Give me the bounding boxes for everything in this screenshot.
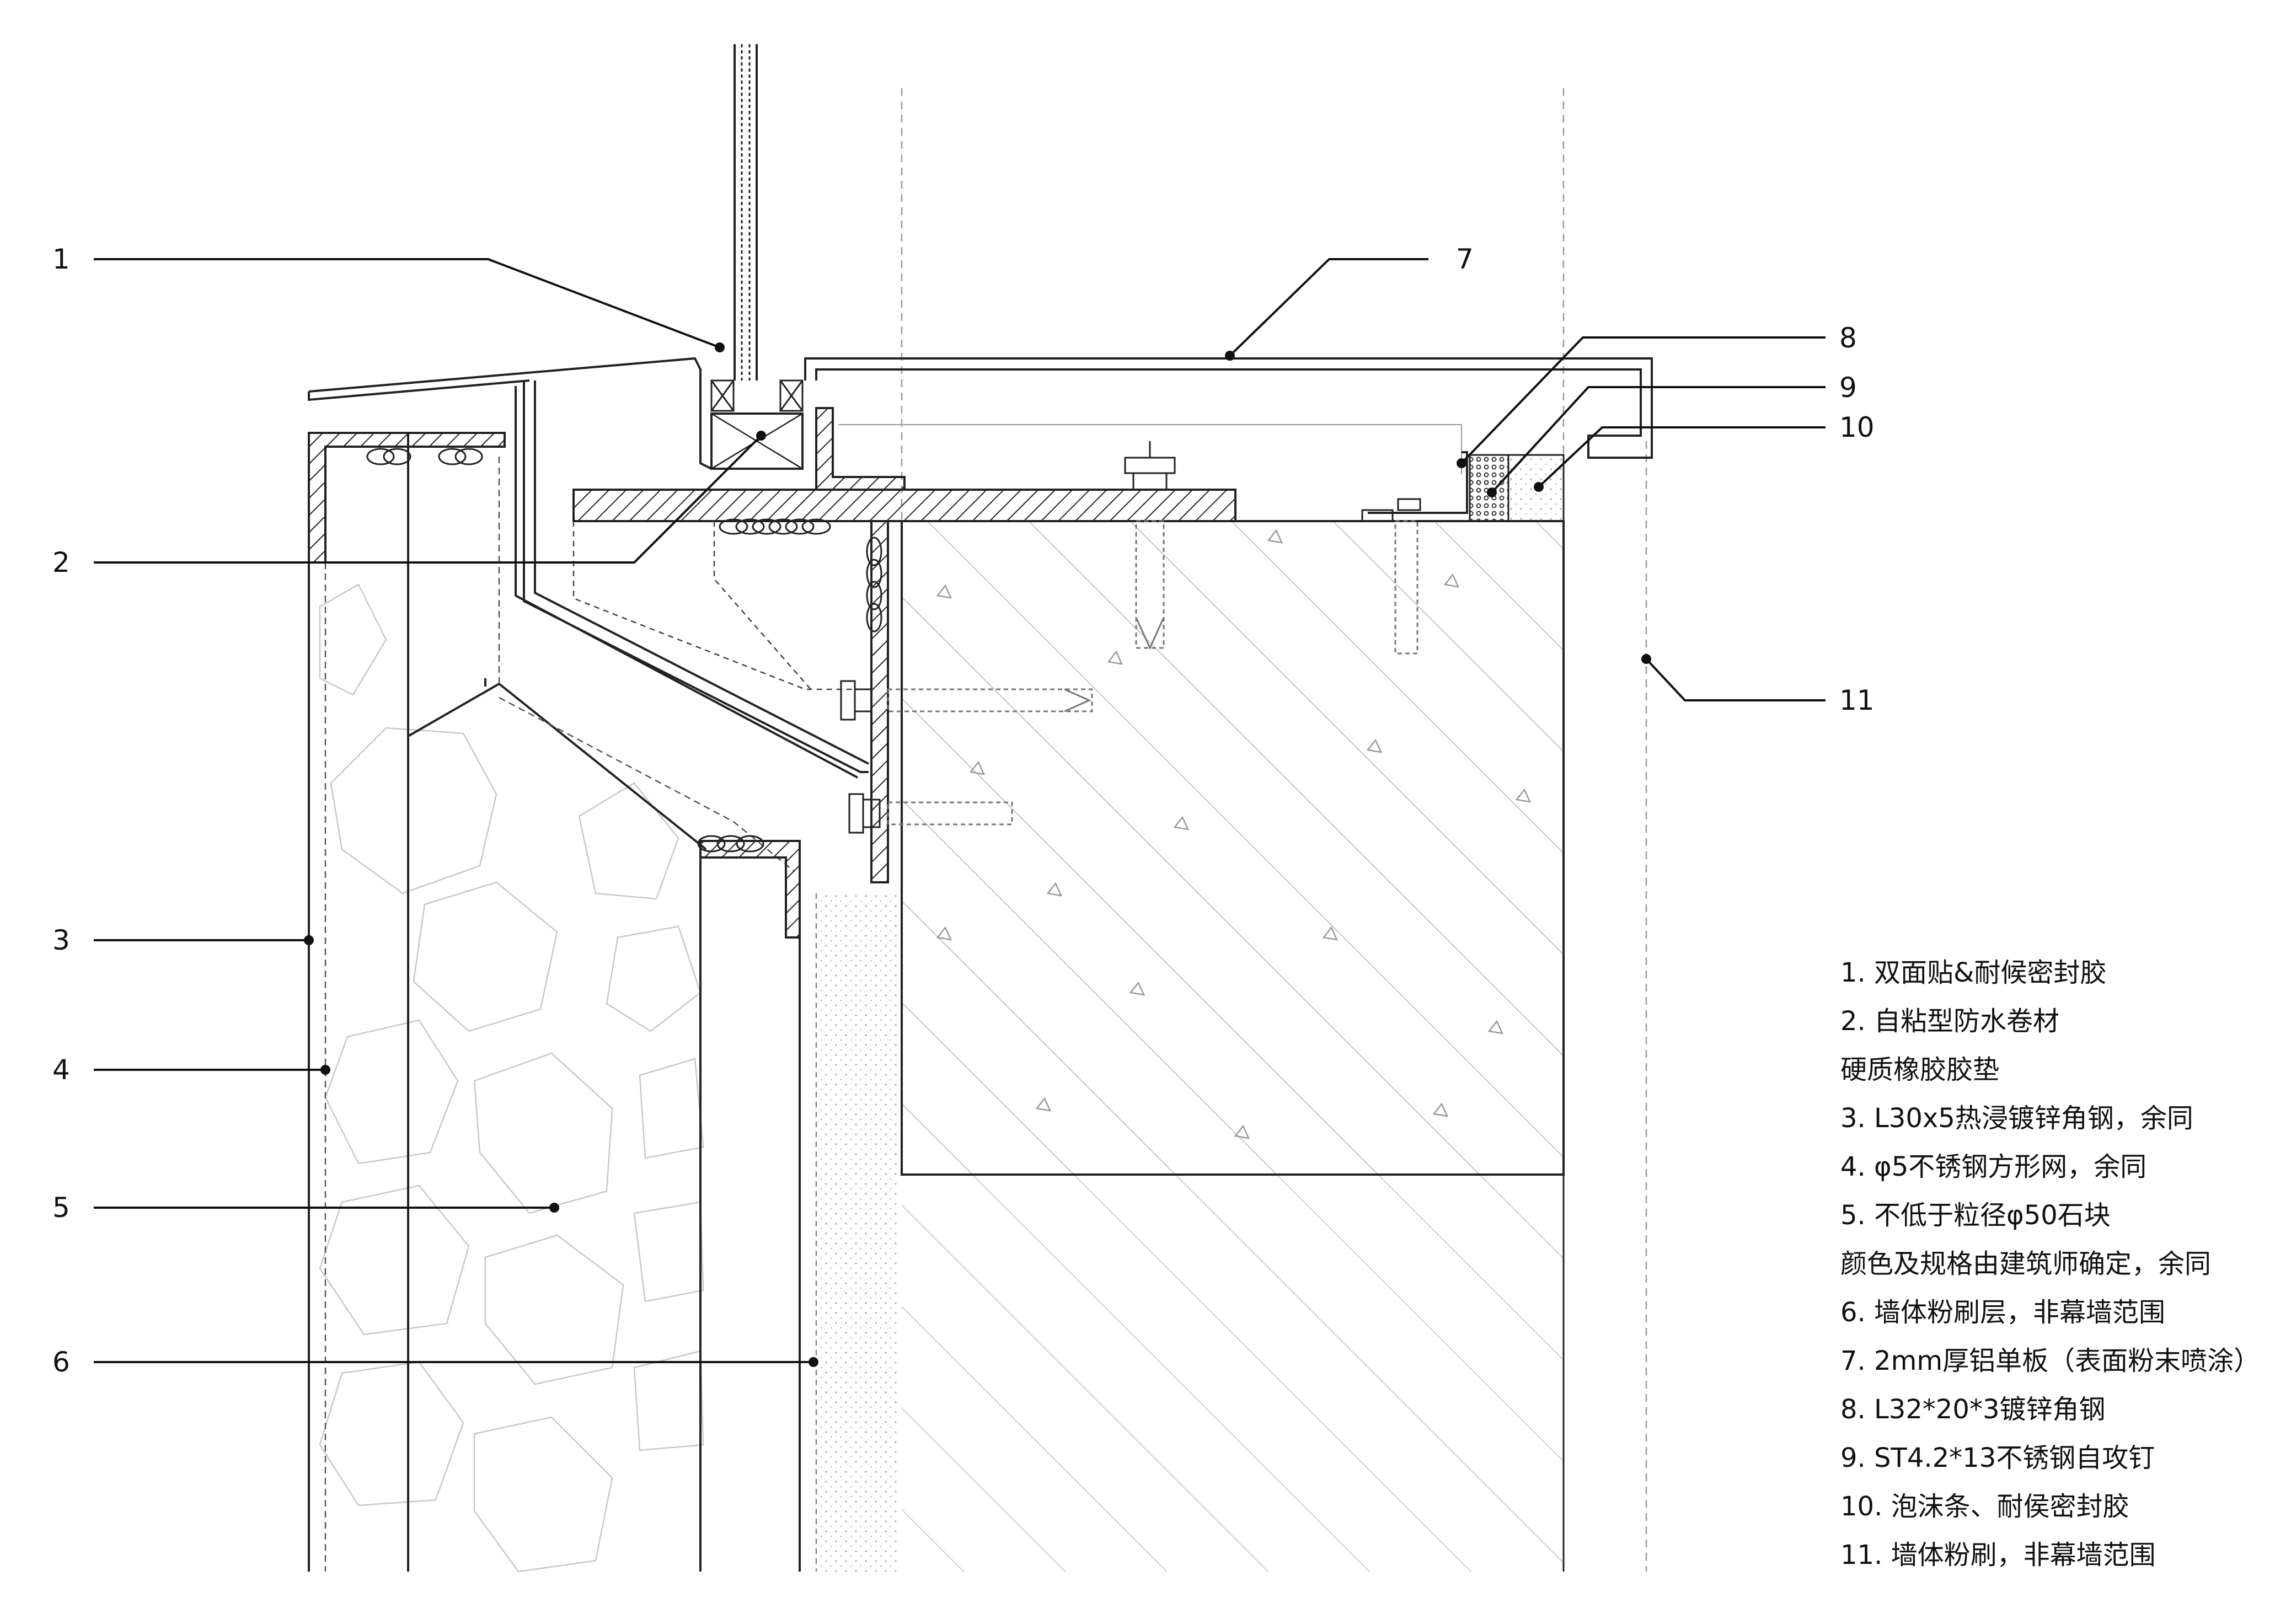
legend-item: 11. 墙体粉刷，非幕墙范围 bbox=[1840, 1540, 2156, 1571]
sill-flashing bbox=[308, 357, 869, 779]
callout-5: 5 bbox=[52, 1192, 70, 1224]
legend-item: 4. φ5不锈钢方形网，余同 bbox=[1840, 1151, 2147, 1182]
callout-9: 9 bbox=[1839, 372, 1857, 404]
callout-7: 7 bbox=[1456, 243, 1474, 275]
callout-11: 11 bbox=[1839, 684, 1875, 716]
legend: 1. 双面贴&耐候密封胶 2. 自粘型防水卷材 硬质橡胶胶垫 3. L30x5热… bbox=[1840, 948, 2271, 1579]
legend-item: 5. 不低于粒径φ50石块 bbox=[1840, 1200, 2111, 1231]
legend-item: 1. 双面贴&耐候密封胶 bbox=[1840, 957, 2107, 988]
callout-4: 4 bbox=[52, 1054, 70, 1086]
callout-6: 6 bbox=[52, 1346, 70, 1378]
gabion-cage bbox=[308, 432, 801, 1573]
callout-10: 10 bbox=[1839, 411, 1875, 443]
anchor-bolts bbox=[840, 441, 1421, 834]
legend-item: 9. ST4.2*13不锈钢自攻钉 bbox=[1840, 1443, 2155, 1473]
legend-item: 颜色及规格由建筑师确定，余同 bbox=[1840, 1248, 2212, 1279]
legend-item: 10. 泡沫条、耐侯密封胶 bbox=[1840, 1491, 2129, 1522]
legend-item: 2. 自粘型防水卷材 bbox=[1840, 1006, 2060, 1037]
legend-item: 3. L30x5热浸镀锌角钢，余同 bbox=[1840, 1103, 2193, 1134]
legend-item: 7. 2mm厚铝单板（表面粉末喷涂） bbox=[1840, 1346, 2261, 1376]
callout-1: 1 bbox=[52, 243, 70, 275]
concrete-wall bbox=[901, 520, 1565, 1572]
legend-item: 6. 墙体粉刷层，非幕墙范围 bbox=[1840, 1297, 2166, 1328]
legend-item: 8. L32*20*3镀锌角钢 bbox=[1840, 1394, 2106, 1425]
leader-lines bbox=[94, 258, 1826, 1363]
callout-8: 8 bbox=[1839, 322, 1857, 354]
legend-item: 硬质橡胶胶垫 bbox=[1840, 1054, 2000, 1085]
callout-2: 2 bbox=[52, 546, 70, 578]
glass-mullion bbox=[710, 44, 804, 470]
plaster-layer bbox=[815, 893, 899, 1572]
callout-3: 3 bbox=[52, 924, 70, 956]
leader-dots bbox=[304, 342, 1651, 1367]
reference-lines bbox=[901, 88, 1647, 1572]
base-plate bbox=[572, 407, 1236, 883]
